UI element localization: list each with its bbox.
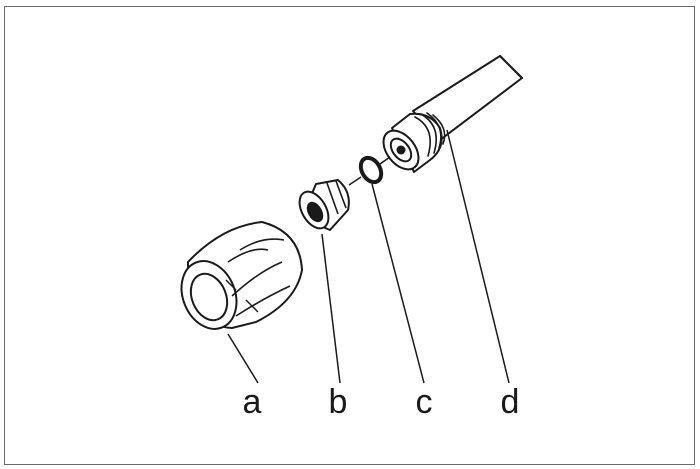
assembly-axis-lines bbox=[348, 156, 391, 186]
leader-line-d bbox=[446, 129, 510, 384]
label-d: d bbox=[501, 383, 520, 421]
label-a: a bbox=[243, 383, 262, 421]
nozzle-insert-icon bbox=[298, 179, 350, 231]
lance-tube-icon bbox=[382, 55, 523, 173]
label-c: c bbox=[416, 383, 433, 421]
leader-line-c bbox=[371, 183, 425, 384]
leader-line-b bbox=[321, 233, 341, 384]
leader-line-a bbox=[227, 333, 259, 384]
o-ring-icon bbox=[358, 155, 384, 185]
diagram-frame bbox=[4, 6, 695, 465]
cap-nut-icon bbox=[180, 221, 303, 330]
leader-lines bbox=[227, 129, 510, 384]
label-b: b bbox=[329, 383, 348, 421]
